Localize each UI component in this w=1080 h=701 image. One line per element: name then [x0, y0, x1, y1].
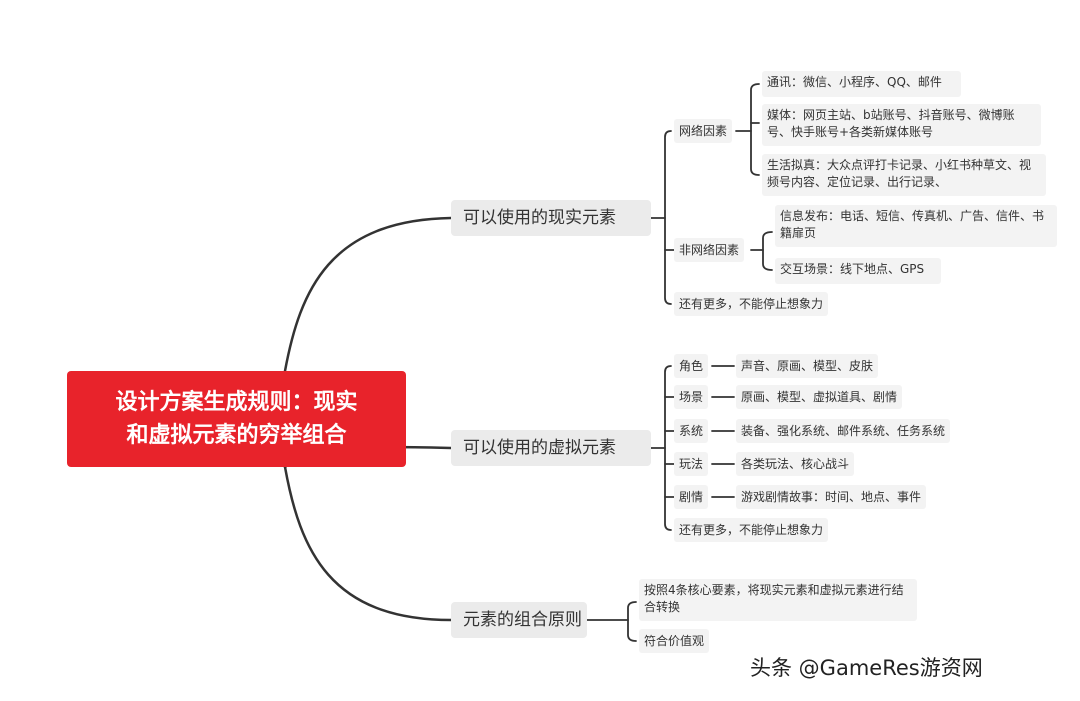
leaf-story-assets[interactable]: 游戏剧情故事：时间、地点、事件	[736, 485, 927, 509]
leaf-character-assets[interactable]: 声音、原画、模型、皮肤	[736, 354, 879, 378]
topic-story[interactable]: 剧情	[674, 485, 709, 509]
topic-more-imagination-virtual[interactable]: 还有更多，不能停止想象力	[674, 518, 829, 542]
leaf-interaction-scene[interactable]: 交互场景：线下地点、GPS	[775, 258, 941, 284]
topic-system[interactable]: 系统	[674, 419, 709, 443]
leaf-communication[interactable]: 通讯：微信、小程序、QQ、邮件	[762, 71, 961, 97]
leaf-information-release[interactable]: 信息发布：电话、短信、传真机、广告、信件、书籍扉页	[775, 205, 1057, 247]
topic-scene[interactable]: 场景	[674, 385, 709, 409]
leaf-values-compliance[interactable]: 符合价值观	[639, 629, 710, 653]
topic-more-imagination[interactable]: 还有更多，不能停止想象力	[674, 292, 829, 316]
leaf-gameplay-assets[interactable]: 各类玩法、核心战斗	[736, 452, 855, 476]
branch-real-elements[interactable]: 可以使用的现实元素	[451, 200, 651, 236]
leaf-scene-assets[interactable]: 原画、模型、虚拟道具、剧情	[736, 385, 903, 409]
topic-non-network-factors[interactable]: 非网络因素	[674, 238, 745, 262]
leaf-core-elements-combination[interactable]: 按照4条核心要素，将现实元素和虚拟元素进行结合转换	[639, 579, 917, 621]
leaf-system-assets[interactable]: 装备、强化系统、邮件系统、任务系统	[736, 419, 951, 443]
root-title-line2: 和虚拟元素的穷举组合	[126, 423, 347, 448]
leaf-media[interactable]: 媒体：网页主站、b站账号、抖音账号、微博账号、快手账号+各类新媒体账号	[762, 104, 1041, 146]
topic-gameplay[interactable]: 玩法	[674, 452, 709, 476]
branch-combination-principles[interactable]: 元素的组合原则	[451, 602, 587, 638]
topic-character[interactable]: 角色	[674, 354, 709, 378]
topic-network-factors[interactable]: 网络因素	[674, 119, 733, 143]
root-title-line1: 设计方案生成规则：现实	[115, 390, 358, 415]
watermark-text: 头条 @GameRes游资网	[750, 656, 983, 680]
root-topic[interactable]: 设计方案生成规则：现实 和虚拟元素的穷举组合	[67, 371, 406, 467]
branch-virtual-elements[interactable]: 可以使用的虚拟元素	[451, 430, 651, 466]
leaf-life-simulation[interactable]: 生活拟真：大众点评打卡记录、小红书种草文、视频号内容、定位记录、出行记录、	[762, 154, 1046, 196]
